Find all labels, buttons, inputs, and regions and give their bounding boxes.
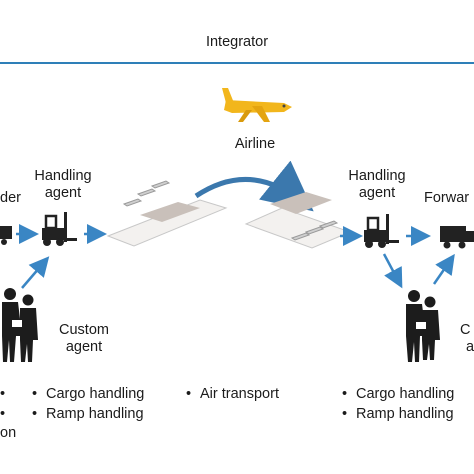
left-forwarder-label: der — [0, 190, 21, 206]
arrow-handling-to-custom — [382, 253, 403, 289]
left-forklift-icon — [42, 212, 77, 246]
far-left-service-fragment: on — [0, 425, 17, 441]
left-services-list: Cargo handling Ramp handling — [32, 384, 144, 424]
header-rule — [0, 62, 474, 64]
left-apron — [106, 180, 228, 247]
list-item: Ramp handling — [32, 404, 144, 424]
right-custom-agent-label: C a — [460, 322, 474, 355]
arrow-custom-to-forwarder — [432, 253, 455, 285]
airline-label: Airline — [234, 136, 276, 152]
right-apron — [244, 192, 352, 249]
left-truck-icon — [0, 226, 12, 245]
left-handling-agent-label: Handling agent — [34, 168, 92, 201]
right-custom-agent-icon — [406, 290, 440, 362]
arrow-custom-to-handling — [21, 256, 50, 289]
list-item: Cargo handling — [32, 384, 144, 404]
right-truck-icon — [440, 226, 474, 249]
left-custom-agent-icon — [2, 288, 38, 362]
right-forklift-icon — [364, 214, 399, 248]
page-title: Integrator — [205, 34, 269, 50]
list-item: Cargo handling — [342, 384, 454, 404]
right-services-list: Cargo handling Ramp handling — [342, 384, 454, 424]
list-item: Air transport — [186, 384, 279, 404]
flight-arc — [194, 160, 314, 212]
middle-services-list: Air transport — [186, 384, 279, 404]
list-item: Ramp handling — [342, 404, 454, 424]
cargo-plane-icon — [222, 88, 292, 122]
right-forwarder-label: Forwar — [424, 190, 470, 206]
left-custom-agent-label: Custom agent — [59, 322, 109, 355]
right-handling-agent-label: Handling agent — [348, 168, 406, 201]
far-left-bullets: • • — [0, 386, 6, 422]
